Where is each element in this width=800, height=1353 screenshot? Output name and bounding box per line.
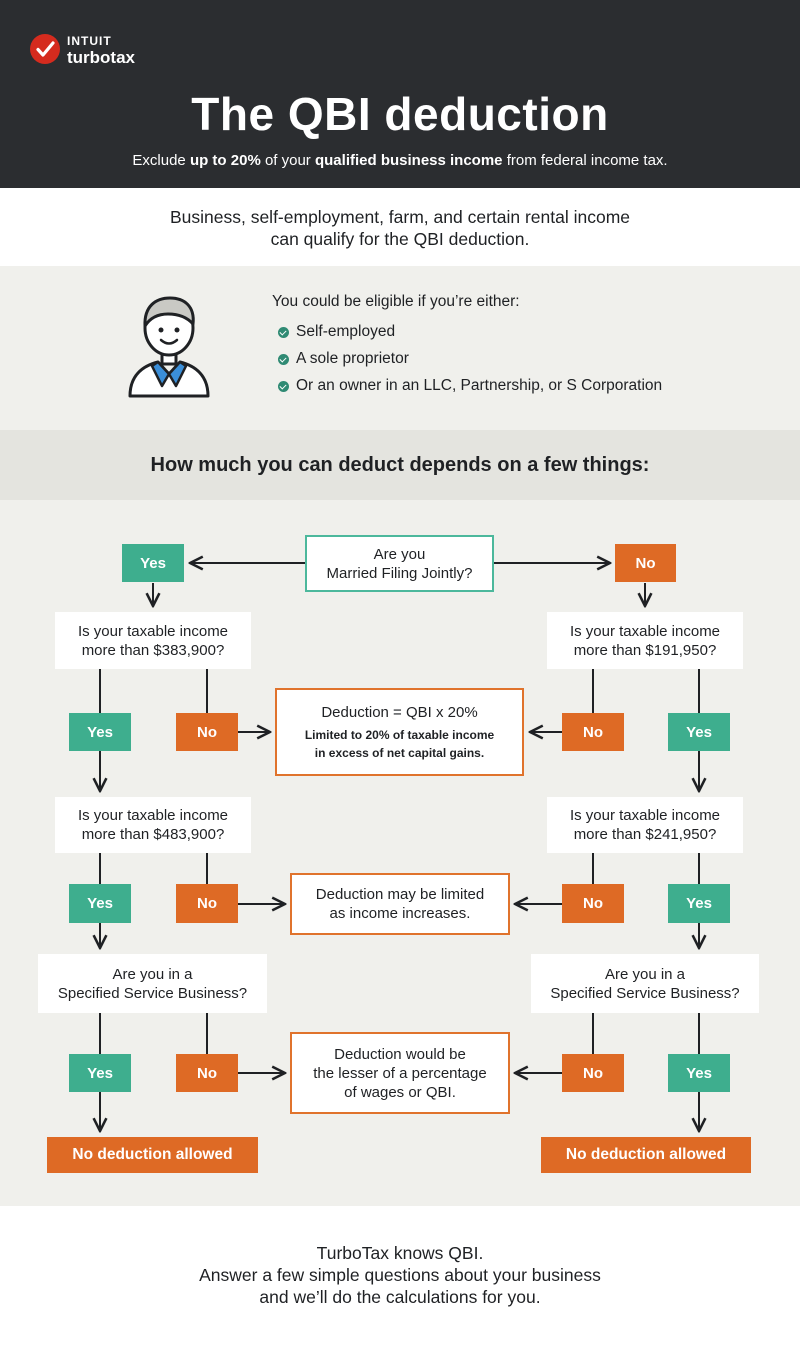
- start-question-line: Are you: [373, 545, 426, 563]
- result-sub-line: in excess of net capital gains.: [314, 745, 485, 760]
- right-question-income-241950: Is your taxable income more than $241,95…: [547, 797, 743, 853]
- intro-line: Business, self-employment, farm, and cer…: [169, 207, 631, 227]
- no-badge: No: [562, 884, 624, 923]
- right-question-income-191950: Is your taxable income more than $191,95…: [547, 612, 743, 669]
- question-line: Is your taxable income: [569, 622, 721, 640]
- eligibility-item-label: Or an owner in an LLC, Partnership, or S…: [296, 377, 663, 394]
- eligibility-lead: You could be eligible if you’re either:: [272, 293, 520, 310]
- yes-badge: Yes: [668, 1054, 730, 1092]
- section-header: How much you can deduct depends on a few…: [0, 430, 800, 500]
- right-question-specified-service: Are you in a Specified Service Business?: [531, 954, 759, 1013]
- no-badge: No: [176, 884, 238, 923]
- yes-badge: Yes: [69, 884, 131, 923]
- result-sub-text: Limited to 20% of taxable income in exce…: [305, 726, 494, 762]
- subtitle-part: Exclude: [132, 152, 190, 169]
- footer-line: TurboTax knows QBI.: [316, 1243, 484, 1263]
- start-question: Are you Married Filing Jointly?: [305, 535, 494, 592]
- brand-intuit-text: INTUIT: [67, 34, 112, 48]
- yes-badge: Yes: [122, 544, 184, 582]
- footer-section: TurboTax knows QBI. Answer a few simple …: [0, 1206, 800, 1353]
- question-line: Is your taxable income: [569, 807, 721, 824]
- result-limited-deduction: Deduction may be limited as income incre…: [290, 873, 510, 935]
- yes-badge: Yes: [69, 713, 131, 751]
- no-deduction-badge-right: No deduction allowed: [541, 1137, 751, 1173]
- subtitle-part: of your: [260, 152, 315, 169]
- intro-text: Business, self-employment, farm, and cer…: [100, 206, 700, 250]
- intro-section: Business, self-employment, farm, and cer…: [0, 188, 800, 266]
- question-line: Is your taxable income: [77, 807, 229, 824]
- no-badge: No: [562, 713, 624, 751]
- subtitle-bold-qbi: qualified business income: [314, 152, 503, 169]
- left-question-income-483900: Is your taxable income more than $483,90…: [55, 797, 251, 853]
- result-line: Deduction would be: [334, 1045, 466, 1063]
- result-line: Deduction may be limited: [315, 886, 485, 903]
- yes-badge: Yes: [668, 884, 730, 923]
- header-banner: INTUIT turbotax The QBI deduction Exclud…: [0, 0, 800, 188]
- left-question-income-383900: Is your taxable income more than $383,90…: [55, 612, 251, 669]
- result-line: the lesser of a percentage: [313, 1064, 487, 1082]
- brand-turbotax-text: turbotax: [67, 48, 135, 67]
- subtitle-bold-percent: up to 20%: [189, 152, 261, 169]
- question-line: Specified Service Business?: [57, 984, 248, 1002]
- no-badge: No: [176, 1054, 238, 1092]
- no-badge: No: [615, 544, 676, 582]
- footer-line: and we’ll do the calculations for you.: [259, 1287, 541, 1307]
- no-badge: No: [176, 713, 238, 751]
- question-line: Specified Service Business?: [550, 984, 740, 1002]
- question-line: more than $383,900?: [81, 641, 225, 659]
- start-question-line: Married Filing Jointly?: [326, 564, 473, 582]
- result-line: as income increases.: [329, 905, 471, 922]
- check-icon: [278, 327, 289, 338]
- question-line: more than $241,950?: [573, 826, 717, 843]
- question-line: more than $191,950?: [573, 641, 717, 659]
- eligibility-item-label: A sole proprietor: [296, 350, 409, 367]
- result-main-text: Deduction = QBI x 20%: [321, 703, 478, 721]
- person-icon: [128, 296, 210, 398]
- subtitle-part: from federal income tax.: [502, 152, 668, 169]
- eligibility-section: You could be eligible if you’re either: …: [0, 266, 800, 430]
- no-deduction-badge-left: No deduction allowed: [47, 1137, 258, 1173]
- result-full-deduction: Deduction = QBI x 20% Limited to 20% of …: [275, 688, 524, 776]
- checkmark-logo-icon: [30, 34, 60, 64]
- intro-line: can qualify for the QBI deduction.: [270, 229, 530, 249]
- result-line: of wages or QBI.: [344, 1083, 456, 1101]
- footer-line: Answer a few simple questions about your…: [199, 1265, 601, 1285]
- result-sub-line: Limited to 20% of taxable income: [304, 727, 495, 742]
- left-question-specified-service: Are you in a Specified Service Business?: [38, 954, 267, 1013]
- question-line: Are you in a: [604, 965, 686, 983]
- section-title: How much you can deduct depends on a few…: [150, 454, 650, 476]
- page-subtitle: Exclude up to 20% of your qualified busi…: [0, 151, 800, 171]
- page-title: The QBI deduction: [191, 88, 609, 140]
- eligibility-item-label: Self-employed: [296, 323, 396, 340]
- flowchart-connectors: [0, 500, 800, 1206]
- no-badge: No: [562, 1054, 624, 1092]
- question-line: more than $483,900?: [81, 826, 225, 843]
- question-line: Are you in a: [112, 965, 193, 983]
- yes-badge: Yes: [69, 1054, 131, 1092]
- check-icon: [278, 354, 289, 365]
- result-lesser-of-wages: Deduction would be the lesser of a perce…: [290, 1032, 510, 1114]
- question-line: Is your taxable income: [77, 622, 229, 640]
- yes-badge: Yes: [668, 713, 730, 751]
- check-icon: [278, 381, 289, 392]
